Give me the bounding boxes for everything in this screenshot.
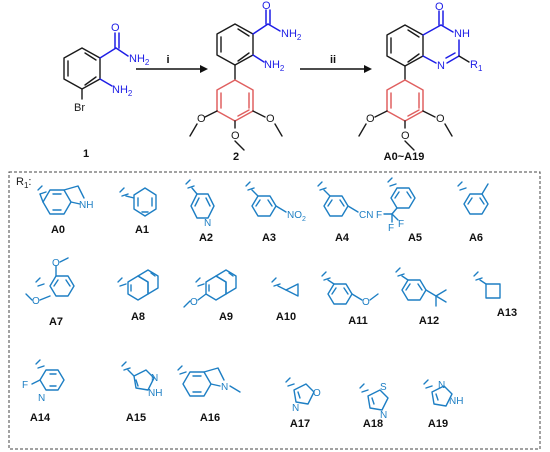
atom-n: N — [204, 218, 211, 229]
atom-f: F — [22, 380, 28, 391]
substituent-box — [8, 171, 541, 450]
atom-nh: NH — [79, 200, 93, 211]
substituent-a19: N NH — [423, 379, 463, 407]
atom-br: Br — [74, 102, 85, 114]
label-a2: A2 — [199, 232, 213, 244]
atom-nh2: NH2 — [129, 53, 150, 67]
label-a18: A18 — [363, 418, 383, 430]
label-a13: A13 — [497, 307, 517, 319]
atom-no2: NO2 — [287, 210, 306, 223]
substituent-a1 — [119, 187, 157, 217]
substituent-a10 — [271, 277, 299, 297]
substituent-a2: N — [185, 179, 215, 229]
atom-o: O — [362, 297, 370, 308]
label-a4: A4 — [335, 232, 350, 244]
atom-f: F — [376, 210, 382, 221]
step-i-label: i — [166, 54, 169, 66]
label-a1: A1 — [135, 224, 149, 236]
atom-s: S — [380, 382, 387, 393]
step-ii-label: ii — [330, 54, 336, 66]
atom-o: O — [32, 296, 40, 307]
label-a8: A8 — [131, 311, 145, 323]
atom-nh: NH — [454, 28, 470, 40]
atom-o: O — [266, 113, 275, 125]
atom-nh2: NH2 — [112, 84, 133, 98]
substituent-a16: N — [177, 365, 241, 397]
substituent-a4: CN — [317, 181, 373, 221]
compound-1-label: 1 — [83, 148, 89, 160]
atom-o: O — [52, 258, 60, 269]
atom-n: N — [437, 60, 445, 72]
label-a14: A14 — [30, 412, 51, 424]
label-a15: A15 — [126, 412, 146, 424]
atom-o: O — [435, 1, 444, 13]
atom-n: N — [38, 393, 45, 404]
atom-r1: R1 — [470, 59, 483, 73]
atom-o: O — [111, 22, 120, 34]
substituent-a17: O N — [285, 377, 321, 414]
atom-nh: NH — [148, 388, 162, 399]
substituent-a9: O — [183, 269, 237, 308]
label-a3: A3 — [262, 232, 276, 244]
substituent-a7: O O — [25, 257, 75, 307]
atom-n: N — [380, 410, 387, 421]
label-a16: A16 — [200, 412, 220, 424]
atom-nh2: NH2 — [264, 59, 285, 73]
atom-o: O — [197, 113, 206, 125]
label-a9: A9 — [219, 311, 233, 323]
label-a10: A10 — [276, 311, 296, 323]
r1-header: R1: — [16, 176, 31, 190]
atom-n: N — [438, 380, 445, 391]
arrowhead-icon — [200, 65, 208, 73]
atom-o: O — [401, 130, 410, 142]
compound-2-structure: O NH2 NH2 O O O — [189, 0, 302, 151]
substituent-a3: NO2 — [245, 181, 306, 223]
atom-o: O — [313, 388, 321, 399]
atom-f: F — [388, 223, 394, 234]
atom-o: O — [190, 297, 198, 308]
products-label: A0~A19 — [384, 151, 425, 163]
product-structure: O NH N R1 O O O — [358, 1, 483, 151]
substituent-a6 — [457, 181, 489, 215]
label-a12: A12 — [419, 315, 439, 327]
arrowhead-icon — [364, 65, 372, 73]
atom-f: F — [398, 219, 404, 230]
label-a11: A11 — [348, 315, 368, 327]
atom-o: O — [366, 113, 375, 125]
atom-o: O — [262, 0, 271, 12]
atom-nh: NH — [449, 396, 463, 407]
substituent-a15: N NH — [121, 361, 162, 399]
label-a19: A19 — [428, 418, 448, 430]
atom-cn: CN — [359, 210, 373, 221]
atom-n: N — [221, 382, 228, 393]
label-a6: A6 — [469, 232, 483, 244]
substituent-a5: F F F — [376, 177, 416, 234]
compound-1-structure: O NH2 NH2 Br — [63, 22, 150, 114]
substituent-a11: O — [321, 271, 379, 308]
atom-o: O — [436, 113, 445, 125]
substituent-a18: S N — [359, 382, 389, 421]
atom-o: O — [231, 130, 240, 142]
compound-2-label: 2 — [233, 151, 239, 163]
substituent-a14: F N — [22, 359, 65, 404]
atom-n: N — [292, 403, 299, 414]
substituent-a8 — [117, 269, 159, 301]
substituent-a0: NH — [37, 185, 93, 215]
label-a17: A17 — [290, 418, 310, 430]
substituent-a12 — [395, 267, 447, 307]
atom-nh2: NH2 — [281, 28, 302, 42]
label-a0: A0 — [51, 224, 65, 236]
label-a5: A5 — [408, 232, 422, 244]
substituent-a13 — [473, 271, 501, 299]
label-a7: A7 — [49, 316, 63, 328]
atom-n: N — [151, 373, 158, 384]
